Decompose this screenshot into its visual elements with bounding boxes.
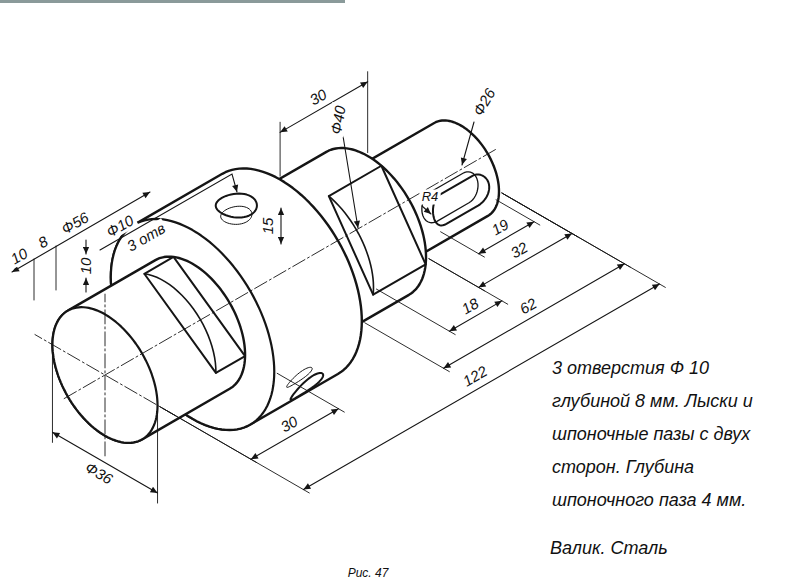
diameter-label: Ф36 (81, 457, 118, 488)
extension-line (52, 345, 53, 443)
center-line (105, 294, 106, 456)
diameter-label: Ф40 (327, 102, 350, 137)
dimension-label: 15 (259, 216, 276, 237)
dimension-line (479, 233, 572, 287)
extension-line (376, 289, 455, 334)
dimension-line (280, 82, 368, 133)
axis-line (64, 149, 496, 398)
dimension-line (85, 240, 86, 254)
extension-line (367, 72, 368, 153)
extension-line (157, 405, 158, 503)
figure-caption: Рис. 47 (346, 567, 391, 581)
leader-line (422, 206, 431, 214)
keyway (433, 174, 489, 225)
leader-line (343, 136, 358, 228)
extension-line (277, 373, 344, 412)
extension-line (160, 407, 309, 493)
dimension-label: 30 (275, 411, 302, 436)
extension-line (280, 122, 281, 176)
leader-line (100, 174, 237, 250)
hole (291, 373, 324, 400)
technical-note: 3 отверстия Ф 10 глубиной 8 мм. Лыски и … (550, 352, 776, 517)
dimension-label: 18 (456, 293, 483, 318)
dimension-line (52, 432, 157, 493)
dimension-label: 10 (5, 243, 32, 268)
dimension-label: 30 (305, 84, 332, 109)
dimension-label: 8 (33, 231, 52, 252)
dimension-label: 122 (459, 362, 493, 391)
scan-edge (0, 0, 345, 3)
hole-inner (287, 367, 313, 387)
extension-line (34, 259, 35, 300)
dimension-label: 62 (515, 293, 542, 318)
dimension-line (85, 278, 86, 292)
radius-label: R4 (420, 190, 441, 205)
dimension-label: 10 (77, 256, 94, 277)
diameter-label: Ф56 (56, 207, 93, 238)
dimension-label: 32 (506, 237, 533, 262)
extension-line (502, 193, 665, 287)
leader-line (462, 122, 474, 165)
extension-line (441, 232, 485, 257)
extension-line (160, 407, 256, 463)
dimension-line (251, 409, 339, 460)
part-name: Валик. Сталь (548, 538, 670, 559)
dimension-label: 19 (487, 215, 514, 240)
dimension-line (280, 208, 281, 244)
extension-line (56, 246, 57, 290)
flat-edge (144, 274, 216, 373)
hole-inner (221, 206, 252, 224)
diameter-label: Ф26 (468, 84, 499, 121)
flat-face (144, 257, 245, 373)
extension-line (365, 323, 450, 372)
